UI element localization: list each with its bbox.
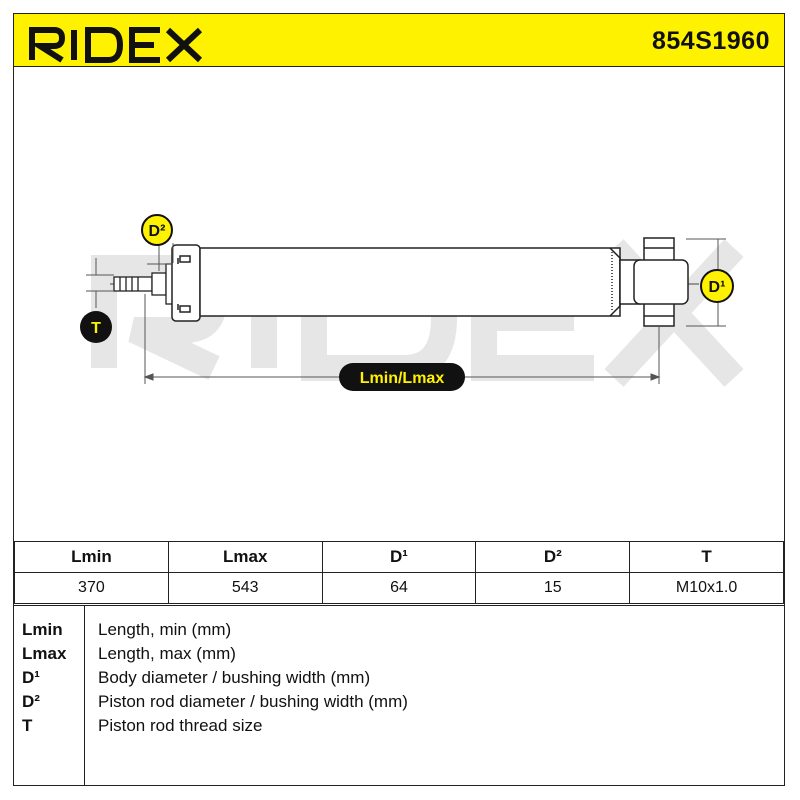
legend-desc: Length, max (mm) [98,644,236,663]
legend-key: T [22,716,33,735]
ridex-logo [29,27,203,63]
length-badge [339,363,465,391]
end-bushing [619,237,689,327]
legend-item: D¹ Body diameter / bushing width (mm) [14,668,784,692]
table-row: 370 543 64 15 M10x1.0 [14,572,784,604]
body-cap [171,244,201,322]
legend-key: Lmin [22,620,63,639]
legend-key: Lmax [22,644,67,663]
legend-item: Lmax Length, max (mm) [14,644,784,668]
d2-label: D² [149,223,166,240]
legend: Lmin Length, min (mm) Lmax Length, max (… [14,605,784,786]
value-lmin: 370 [14,572,169,604]
t-label: T [91,320,101,337]
legend-item: Lmin Length, min (mm) [14,620,784,644]
header-t: T [629,541,784,573]
value-d1: 64 [321,572,477,604]
t-badge [80,311,112,343]
value-lmax: 543 [167,572,323,604]
table-header-row: Lmin Lmax D¹ D² T [14,541,784,573]
d2-badge [141,214,173,246]
shock-body [199,247,621,317]
value-t: M10x1.0 [629,572,784,604]
legend-desc: Piston rod diameter / bushing width (mm) [98,692,408,711]
d2-dimension-lines [86,243,174,308]
legend-key: D² [22,692,40,711]
specs-table: Lmin Lmax D¹ D² T 370 543 64 15 M10x1.0 [14,541,784,604]
legend-desc: Body diameter / bushing width (mm) [98,668,371,687]
legend-desc: Length, min (mm) [98,620,232,639]
shock-absorber-diagram: D² T D¹ Lmin/Lmax [80,214,744,391]
outer-frame [13,13,785,786]
header-lmin: Lmin [14,541,169,573]
legend-divider [84,606,85,786]
d1-badge [700,269,734,303]
value-d2: 15 [475,572,631,604]
length-label: Lmin/Lmax [360,370,445,387]
d1-label: D¹ [709,279,726,296]
piston-rod-thread [113,272,167,296]
legend-item: T Piston rod thread size [14,716,784,740]
header-d1: D¹ [321,541,477,573]
legend-desc: Piston rod thread size [98,716,263,735]
header-d2: D² [475,541,631,573]
legend-item: D² Piston rod diameter / bushing width (… [14,692,784,716]
part-number: 854S1960 [651,27,770,55]
legend-key: D¹ [22,668,40,687]
header-bar: 854S1960 [14,14,784,67]
header-lmax: Lmax [167,541,323,573]
